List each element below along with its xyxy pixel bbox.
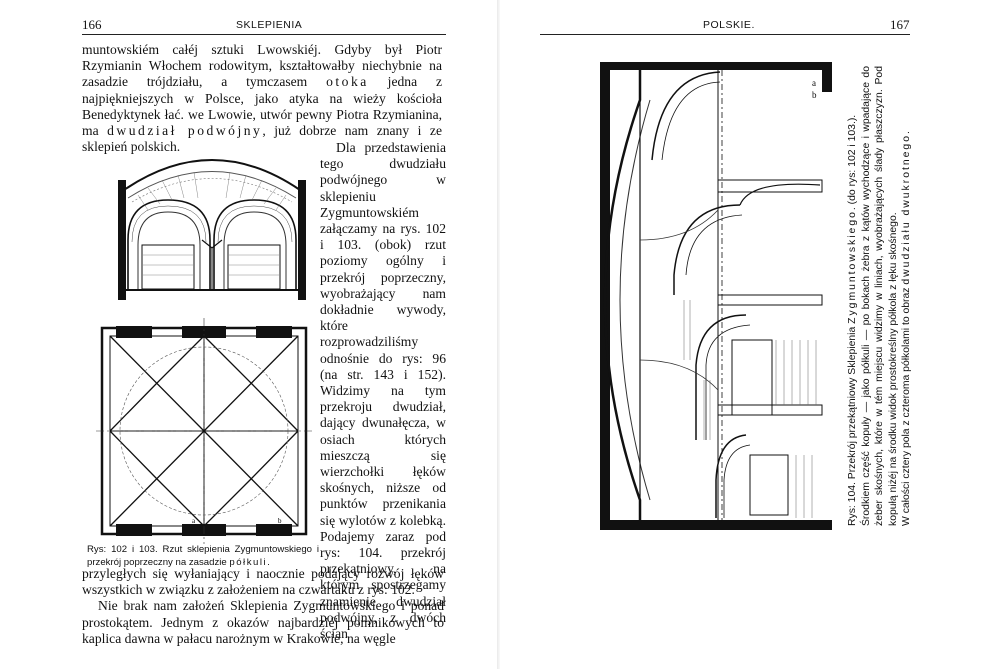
- left-page: 166 SKLEPIENIA muntowskiém całéj sztuki …: [82, 17, 446, 646]
- page-number-right: 167: [890, 17, 910, 32]
- figure-103-plan: a b: [96, 318, 312, 544]
- page-number-left: 166: [82, 17, 102, 32]
- paragraph-bottom: przyległych się wyłaniający i naocznie p…: [82, 566, 444, 646]
- figure-caption-102-103: Rys: 102 i 103. Rzut sklepienia Zygmunto…: [87, 544, 319, 568]
- fig104-mark-b: b: [812, 90, 817, 100]
- paragraph-intro: muntowskiém całéj sztuki Lwowskiéj. Gdyb…: [82, 42, 442, 155]
- header-rule-right: [540, 34, 910, 35]
- figure-102-cross-section: [118, 159, 306, 300]
- figure-104-diagonal-section: a b: [600, 62, 832, 530]
- running-head-left: SKLEPIENIA: [236, 19, 303, 31]
- figure-caption-104-rotated: Rys: 104. Przekrój przekątniowy Sklepien…: [847, 66, 912, 526]
- fig103-mark-b: b: [278, 517, 282, 525]
- running-head-right: POLSKIE.: [703, 19, 755, 31]
- header-rule-left: [82, 34, 446, 35]
- fig104-mark-a: a: [812, 78, 816, 88]
- fig103-mark-a: a: [192, 517, 196, 525]
- side-column-text: Dla przedstawienia tego dwudziału podwój…: [320, 140, 446, 642]
- right-page: POLSKIE. 167: [500, 0, 1000, 669]
